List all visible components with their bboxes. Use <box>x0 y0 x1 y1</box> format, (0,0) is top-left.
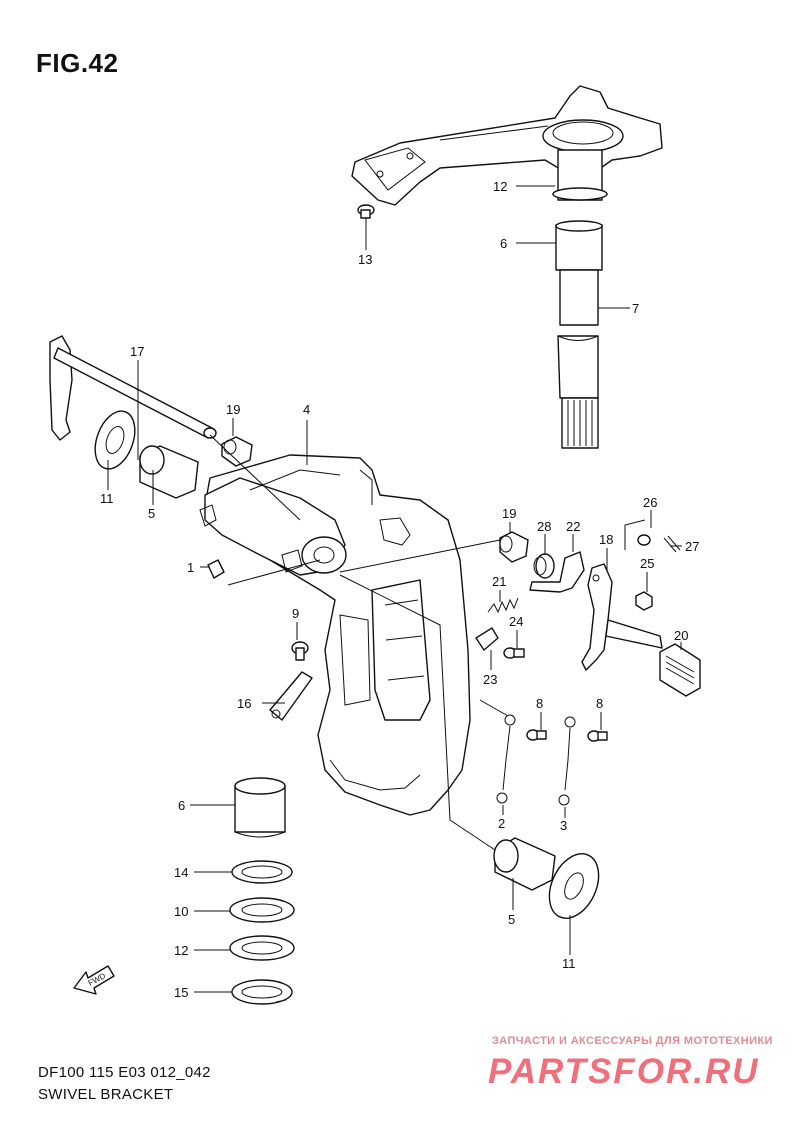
callout-8-left: 8 <box>536 696 543 711</box>
pin-27 <box>663 535 681 553</box>
plate-23 <box>475 627 499 651</box>
callout-26: 26 <box>643 495 657 510</box>
callout-13: 13 <box>358 252 372 267</box>
steering-shaft <box>552 149 608 449</box>
bushing-5-lower <box>493 837 556 891</box>
callout-3: 3 <box>560 818 567 833</box>
washer-26 <box>637 534 651 546</box>
circlip-15 <box>231 979 293 1005</box>
steering-arm <box>351 85 663 206</box>
tilt-tube <box>49 335 217 441</box>
callout-23: 23 <box>483 672 497 687</box>
bushing-5-upper <box>139 445 199 499</box>
callout-20: 20 <box>674 628 688 643</box>
washer-11-lower <box>548 853 600 919</box>
washer-12-lower <box>229 935 295 961</box>
callout-12-lower: 12 <box>174 943 188 958</box>
callout-7: 7 <box>632 301 639 316</box>
figure-name: SWIVEL BRACKET <box>38 1086 174 1103</box>
grip-20 <box>659 643 701 697</box>
washer-14 <box>231 860 293 884</box>
fwd-arrow: FWD <box>73 965 115 995</box>
callout-11-lower: 11 <box>562 956 576 971</box>
callout-16: 16 <box>237 696 251 711</box>
callout-18: 18 <box>599 532 613 547</box>
bushing-19-right <box>499 531 529 563</box>
clip-22 <box>529 551 585 593</box>
callout-12-upper: 12 <box>493 179 507 194</box>
callout-6-lower: 6 <box>178 798 185 813</box>
assembly-guide-lines <box>209 434 646 851</box>
callout-4: 4 <box>303 402 310 417</box>
bolt-13 <box>357 204 375 219</box>
washer-11-upper <box>94 410 136 470</box>
bushing-19-upper <box>221 436 253 467</box>
bolt-24 <box>503 647 525 659</box>
grease-nipple-1 <box>207 559 225 579</box>
spring-21 <box>487 597 519 614</box>
callout-22: 22 <box>566 519 580 534</box>
tilt-lock-lever-18 <box>581 563 663 671</box>
callout-1: 1 <box>187 560 194 575</box>
callout-10: 10 <box>174 904 188 919</box>
callout-25: 25 <box>640 556 654 571</box>
callout-9: 9 <box>292 606 299 621</box>
callout-15: 15 <box>174 985 188 1000</box>
earth-lead-2 <box>496 714 516 804</box>
bolt-9 <box>291 641 309 661</box>
callout-6-upper: 6 <box>500 236 507 251</box>
callout-21: 21 <box>492 574 506 589</box>
callout-2: 2 <box>498 816 505 831</box>
swivel-bracket-body <box>199 454 471 816</box>
callout-11-upper: 11 <box>100 491 114 506</box>
bolt-8b <box>587 730 608 742</box>
watermark-tagline: ЗАПЧАСТИ И АКСЕССУАРЫ ДЛЯ МОТОТЕХНИКИ <box>492 1035 773 1047</box>
bushing-6-lower <box>234 777 286 838</box>
washer-10 <box>229 897 295 923</box>
callout-8-right: 8 <box>596 696 603 711</box>
earth-lead-3 <box>558 716 576 806</box>
nut-25 <box>635 591 653 611</box>
callout-labels: 12 6 7 13 17 19 4 11 5 1 19 28 22 26 27 … <box>100 179 699 1000</box>
spring-28 <box>533 553 555 579</box>
callout-17: 17 <box>130 344 144 359</box>
callout-5-upper: 5 <box>148 506 155 521</box>
bolt-8a <box>526 729 547 741</box>
callout-19-right: 19 <box>502 506 516 521</box>
callout-14: 14 <box>174 865 188 880</box>
callout-19-upper: 19 <box>226 402 240 417</box>
callout-leaders <box>107 185 682 993</box>
figure-code: DF100 115 E03 012_042 <box>38 1064 211 1081</box>
callout-24: 24 <box>509 614 523 629</box>
callout-5-lower: 5 <box>508 912 515 927</box>
lever-16 <box>269 671 313 721</box>
figure-title: FIG.42 <box>36 48 119 78</box>
watermark-logo: PARTSFOR.RU <box>488 1052 760 1091</box>
callout-27: 27 <box>685 539 699 554</box>
callout-28: 28 <box>537 519 551 534</box>
